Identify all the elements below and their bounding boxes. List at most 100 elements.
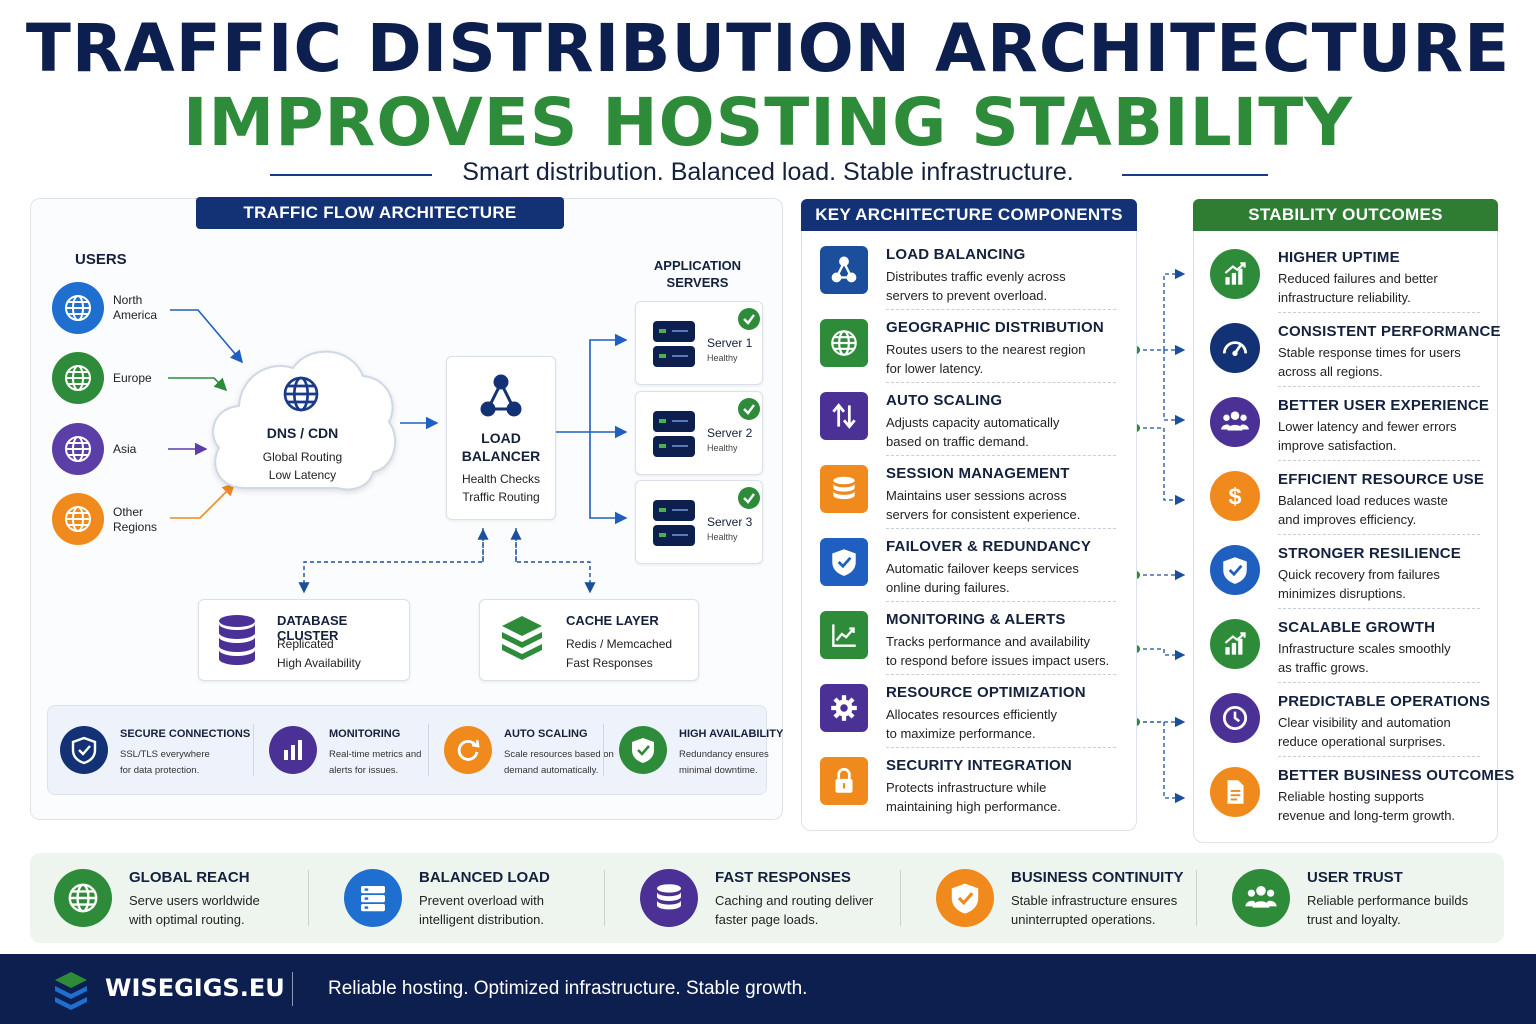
region-label-europe: Europe: [113, 371, 152, 385]
separator: [886, 674, 1116, 675]
document-icon: [1210, 767, 1260, 817]
component-desc: Allocates resources efficiently: [886, 707, 1058, 722]
globe-icon: [54, 869, 112, 927]
database-icon: [219, 615, 255, 665]
benefit-desc: Prevent overload with: [419, 893, 545, 908]
feature-desc: demand automatically.: [504, 765, 599, 776]
globe-icon: [52, 352, 104, 404]
db-title: DATABASE CLUSTER: [277, 613, 348, 643]
outcome-title: BETTER BUSINESS OUTCOMES: [1278, 767, 1515, 784]
check-icon: [738, 487, 760, 509]
server-icon: [653, 321, 695, 367]
growth-chart-icon: [1210, 619, 1260, 669]
server-icon: [653, 500, 695, 546]
separator: [1278, 608, 1480, 609]
shield-check-icon: [619, 726, 667, 774]
clock-icon: [1210, 693, 1260, 743]
footer-divider: [292, 972, 293, 1006]
dns-title: DNS / CDN: [266, 425, 339, 441]
bar-chart-icon: [269, 726, 317, 774]
feature-desc: Scale resources based on: [504, 749, 614, 760]
server-status: Healthy: [707, 353, 738, 363]
cache-line1: Redis / Memcached: [566, 637, 673, 651]
separator: [886, 747, 1116, 748]
gauge-icon: [1210, 323, 1260, 373]
check-icon: [738, 308, 760, 330]
separator: [886, 601, 1116, 602]
layers-icon: [502, 616, 542, 660]
component-title: RESOURCE OPTIMIZATION: [886, 684, 1086, 701]
separator: [1278, 386, 1480, 387]
outcome-desc: infrastructure reliability.: [1278, 290, 1411, 305]
gear-icon: [820, 684, 868, 732]
feature-desc: SSL/TLS everywhere: [120, 749, 210, 760]
server-card: Server 1 Healthy: [635, 301, 763, 385]
component-desc: to respond before issues impact users.: [886, 653, 1110, 668]
outcome-desc: Balanced load reduces waste: [1278, 493, 1448, 508]
benefit-desc: trust and loyalty.: [1307, 912, 1401, 927]
shield-icon: [60, 726, 108, 774]
cache-line2: Fast Responses: [566, 656, 653, 670]
component-title: AUTO SCALING: [886, 392, 1003, 409]
component-title: MONITORING & ALERTS: [886, 611, 1066, 628]
component-desc: for lower latency.: [886, 361, 984, 376]
refresh-icon: [444, 726, 492, 774]
component-desc: to maximize performance.: [886, 726, 1036, 741]
outcome-desc: revenue and long-term growth.: [1278, 808, 1456, 823]
outcome-desc: and improves efficiency.: [1278, 512, 1417, 527]
component-desc: Adjusts capacity automatically: [886, 415, 1060, 430]
separator: [1278, 534, 1480, 535]
outcome-title: BETTER USER EXPERIENCE: [1278, 397, 1490, 414]
benefit-title: USER TRUST: [1307, 869, 1403, 886]
component-title: SESSION MANAGEMENT: [886, 465, 1070, 482]
globe-icon: [52, 493, 104, 545]
component-desc: Routes users to the nearest region: [886, 342, 1086, 357]
network-icon: [820, 246, 868, 294]
outcome-desc: Stable response times for users: [1278, 345, 1461, 360]
separator: [1278, 756, 1480, 757]
region-line: Regions: [113, 520, 158, 534]
subtitle-rule-right: [1122, 174, 1268, 176]
benefit-divider: [1196, 870, 1197, 926]
shield-check-icon: [820, 538, 868, 586]
lb-title-line: LOAD: [481, 430, 521, 446]
svg-text:$: $: [1228, 484, 1241, 510]
component-desc: Protects infrastructure while: [886, 780, 1047, 795]
lb-line2: Traffic Routing: [462, 490, 540, 504]
component-desc: based on traffic demand.: [886, 434, 1029, 449]
cache-title: CACHE LAYER: [566, 613, 659, 628]
server-card: Server 2 Healthy: [635, 391, 763, 475]
feature-desc: for data protection.: [120, 765, 200, 776]
users-icon: [1232, 869, 1290, 927]
globe-icon: [281, 374, 321, 414]
users-icon: [1210, 397, 1260, 447]
database-cluster-card: DATABASE CLUSTER Replicated High Availab…: [198, 599, 410, 681]
lb-line1: Health Checks: [461, 472, 541, 486]
server-name: Server 1: [707, 336, 753, 350]
component-desc: Tracks performance and availability: [886, 634, 1090, 649]
outcome-desc: Clear visibility and automation: [1278, 715, 1451, 730]
outcome-desc: improve satisfaction.: [1278, 438, 1397, 453]
benefit-desc: uninterrupted operations.: [1011, 912, 1156, 927]
component-title: FAILOVER & REDUNDANCY: [886, 538, 1092, 555]
cache-layer-card: CACHE LAYER Redis / Memcached Fast Respo…: [479, 599, 699, 681]
components-header: KEY ARCHITECTURE COMPONENTS: [801, 199, 1137, 231]
feature-title: SECURE CONNECTIONS: [120, 728, 251, 740]
benefit-desc: Stable infrastructure ensures: [1011, 893, 1178, 908]
feature-desc: minimal downtime.: [679, 765, 758, 776]
footer-brand: WISEGIGS.EU: [105, 974, 285, 1002]
outcome-title: CONSISTENT PERFORMANCE: [1278, 323, 1501, 340]
outcome-desc: Lower latency and fewer errors: [1278, 419, 1457, 434]
outcome-desc: Infrastructure scales smoothly: [1278, 641, 1451, 656]
outcomes-header: STABILITY OUTCOMES: [1193, 199, 1498, 231]
outcome-title: PREDICTABLE OPERATIONS: [1278, 693, 1491, 710]
globe-icon: [52, 282, 104, 334]
feature-divider: [603, 724, 604, 776]
dns-line2: Low Latency: [268, 468, 337, 482]
subtitle: Smart distribution. Balanced load. Stabl…: [462, 158, 1074, 186]
title-line-2: IMPROVES HOSTING STABILITY: [182, 84, 1354, 161]
subtitle-rule-left: [270, 174, 432, 176]
region-line: Other: [113, 505, 144, 519]
outcome-desc: as traffic grows.: [1278, 660, 1369, 675]
